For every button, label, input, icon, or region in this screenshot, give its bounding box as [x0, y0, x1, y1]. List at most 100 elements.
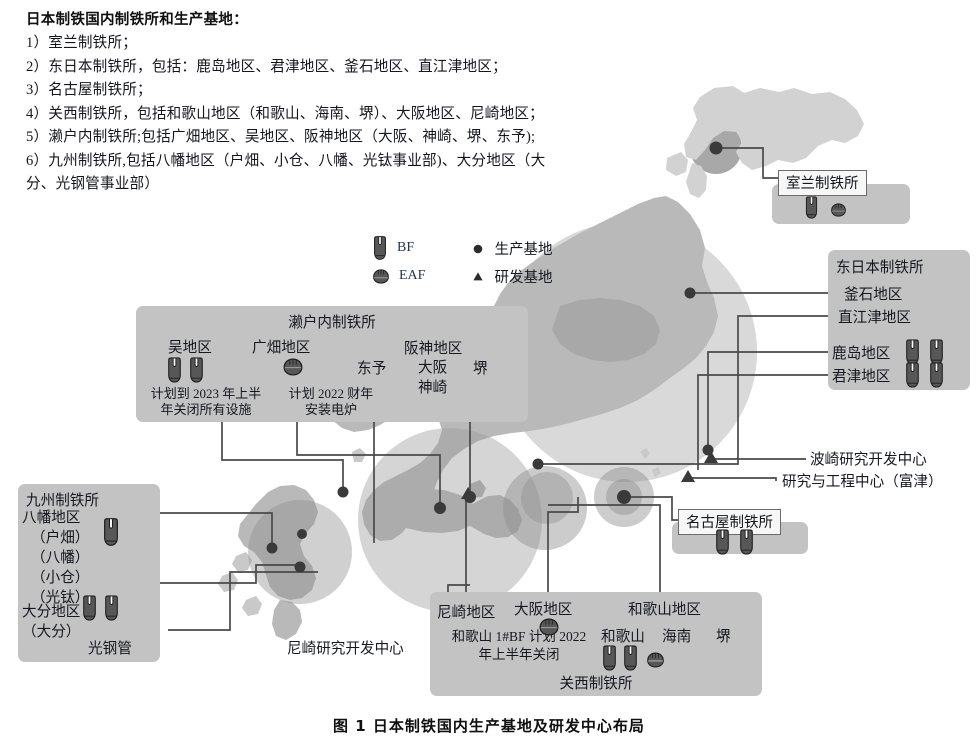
blast-furnace-icon	[169, 358, 181, 382]
blast-furnace-icon	[741, 530, 753, 554]
dot-marker-icon	[709, 141, 723, 155]
intro-line-4: 4）关西制铁所，包括和歌山地区（和歌山、海南、堺）、大阪地区、尼崎地区；	[26, 105, 544, 122]
kyushu-west-isles	[218, 552, 262, 616]
dot-marker-icon	[297, 529, 307, 539]
kyushu-row-oita-area: 大分地区	[22, 604, 81, 620]
box-muroran-title: 室兰制铁所	[778, 170, 867, 196]
halo-kansai-inner	[521, 472, 573, 524]
kyushu-row-hikari-ti: （光钛）	[31, 590, 90, 606]
box-kyushu[interactable]	[18, 484, 160, 662]
kansai-amagasaki-label: 尼崎地区	[437, 605, 496, 621]
setouchi-kure-note: 计划到 2023 年上半 年关闭所有设施	[150, 386, 262, 417]
box-east-japan-title: 东日本制铁所	[836, 260, 924, 276]
setouchi-kure-label: 吴地区	[168, 340, 212, 356]
intro-title: 日本制铁国内制铁所和生产基地：	[26, 12, 248, 28]
setouchi-hanshin-sub-osaka: 大阪	[418, 360, 448, 376]
blast-furnace-icon	[907, 340, 919, 364]
box-setouchi-title: 濑户内制铁所	[288, 315, 376, 331]
intro-line-5: 5）濑户内制铁所;包括广畑地区、吴地区、阪神地区（大阪、神崎、堺、东予);	[26, 129, 536, 145]
box-east-japan-furnaces	[902, 338, 958, 390]
intro-line-7: 分、光钢管事业部）	[26, 176, 160, 192]
leader-kashima	[707, 351, 836, 450]
setouchi-sakai-label: 堺	[473, 361, 488, 377]
kyushu-tobata-furnace	[100, 518, 122, 546]
box-east-japan-row-naoetsu: 直江津地区	[838, 310, 911, 326]
intro-line-2: 2）东日本制铁所，包括：鹿岛地区、君津地区、釜石地区、直江津地区；	[26, 58, 507, 75]
intro-text-block: 日本制铁国内制铁所和生产基地： 1）室兰制铁所； 2）东日本制铁所，包括：鹿岛地…	[26, 8, 666, 197]
legend-production-label: 生产基地	[494, 241, 553, 258]
dot-marker-icon	[532, 458, 544, 470]
dot-marker-icon	[266, 542, 278, 554]
intro-line-3: 3）名古屋制铁所；	[26, 82, 152, 98]
blast-furnace-icon	[106, 596, 118, 620]
blast-furnace-icon	[931, 363, 943, 387]
electric-arc-furnace-icon	[648, 653, 664, 667]
box-nagoya-furnaces	[710, 528, 770, 556]
box-kansai-title: 关西制铁所	[559, 676, 633, 692]
leader-hirohata	[296, 420, 441, 508]
kansai-osaka-furnaces	[538, 618, 560, 636]
electric-arc-furnace-icon	[832, 204, 846, 216]
leader-hikari	[168, 571, 318, 631]
island-hokkaido	[684, 86, 864, 170]
kansai-wakayama-area-label: 和歌山地区	[628, 602, 701, 618]
dot-marker-icon	[474, 244, 483, 254]
triangle-marker-icon	[704, 451, 718, 463]
halo-kyushu	[248, 500, 352, 604]
blast-furnace-icon	[625, 646, 637, 670]
legend-item-rnd: 研发基地	[471, 265, 552, 287]
intro-line-6: 6）九州制铁所,包括八幡地区（户畑、小仓、八幡、光钛事业部)、大分地区（大	[26, 152, 546, 169]
kansai-osaka-label: 大阪地区	[514, 602, 573, 618]
box-kansai[interactable]	[430, 592, 762, 696]
hokkaido-tail	[686, 163, 707, 198]
box-east-japan-row-kamaishi: 釜石地区	[844, 287, 903, 303]
setouchi-hanshin-sub-kanzaki: 神崎	[418, 380, 448, 396]
blast-furnace-icon	[931, 340, 943, 364]
setouchi-hirohata-note: 计划 2022 财年 安装电炉	[288, 386, 374, 417]
rnd-label-hasaki: 波崎研究开发中心	[810, 452, 927, 468]
legend-item-bf: BF	[372, 237, 425, 259]
dot-marker-icon	[684, 287, 696, 299]
electric-arc-furnace-icon	[372, 269, 390, 284]
leader-yawata	[152, 512, 273, 548]
kyushu-south	[272, 600, 302, 640]
box-muroran-furnaces	[800, 195, 860, 221]
box-nagoya-title: 名古屋制铁所	[678, 509, 781, 535]
kyushu-row-yawata-area: 八幡地区	[22, 510, 81, 526]
kyushu-row-yawata: （八幡）	[31, 550, 90, 566]
legend: BF EAF 生产基地 研发基地	[372, 237, 552, 287]
blast-furnace-icon	[806, 197, 816, 218]
leader-oita	[152, 564, 302, 584]
blast-furnace-icon	[191, 358, 203, 382]
setouchi-toyo-label: 东予	[357, 361, 387, 377]
leader-futtsu	[688, 477, 777, 481]
box-east-japan-row-kimitsu: 君津地区	[832, 369, 891, 385]
dot-marker-icon	[434, 502, 446, 514]
legend-eaf-label: EAF	[399, 268, 426, 283]
kyushu-row-kokura: （小仓）	[31, 570, 90, 586]
halo-kansai	[503, 466, 587, 550]
rnd-label-amagasaki: 尼崎研究开发中心	[287, 641, 404, 657]
box-east-japan-row-kashima: 鹿岛地区	[832, 346, 891, 362]
blast-furnace-icon	[84, 596, 96, 620]
box-kyushu-title: 九州制铁所	[26, 493, 99, 509]
blast-furnace-icon	[907, 363, 919, 387]
kyushu-row-tobata: （户畑）	[31, 530, 90, 546]
leader-muroran	[719, 147, 779, 179]
halo-setouchi	[358, 428, 542, 612]
box-east-japan[interactable]	[828, 250, 970, 390]
leader-naoetsu	[540, 315, 836, 465]
leader-kure	[221, 420, 344, 492]
intro-line-1: 1）室兰制铁所；	[26, 35, 138, 51]
island-shikoku	[384, 489, 478, 533]
triangle-marker-icon	[473, 272, 484, 281]
leader-kimitsu	[697, 374, 836, 470]
setouchi-hanshin-label: 阪神地区	[404, 341, 463, 357]
kansai-note: 和歌山 1#BF 计划 2022 年上半年关闭	[451, 629, 587, 662]
dot-marker-icon	[294, 561, 306, 573]
setouchi-hirohata-label: 广畑地区	[252, 340, 311, 356]
kansai-site-sakai: 堺	[716, 629, 731, 645]
